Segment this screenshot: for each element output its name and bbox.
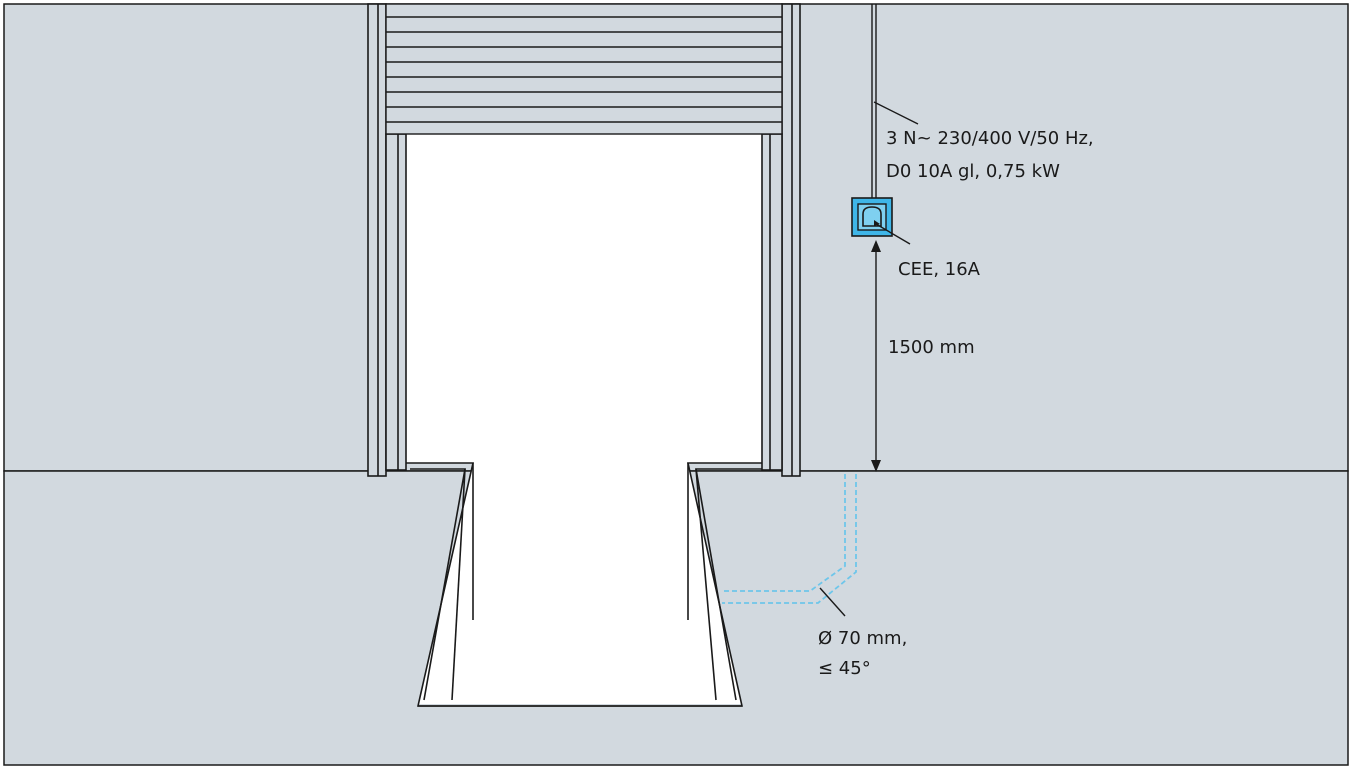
height-dimension-label: 1500 mm — [888, 337, 975, 358]
door-opening — [406, 134, 780, 704]
conduit-label-line1: Ø 70 mm, — [818, 628, 907, 649]
double-arrow-icon — [871, 240, 881, 472]
socket-leader-line — [875, 223, 911, 245]
power-leader-line — [873, 101, 919, 125]
conduit-label-line2: ≤ 45° — [818, 658, 871, 679]
loading-pit — [404, 462, 784, 707]
power-cable — [871, 4, 877, 200]
power-spec-label-line2: D0 10A gl, 0,75 kW — [886, 161, 1060, 182]
conduit-pipe — [722, 474, 857, 604]
conduit-leader-line — [819, 587, 846, 617]
right-guide-rail — [761, 3, 801, 477]
socket-label: CEE, 16A — [898, 259, 981, 280]
left-guide-rail — [367, 3, 407, 477]
door-curtain — [385, 3, 783, 135]
power-spec-label-line1: 3 N~ 230/400 V/50 Hz, — [886, 128, 1094, 149]
